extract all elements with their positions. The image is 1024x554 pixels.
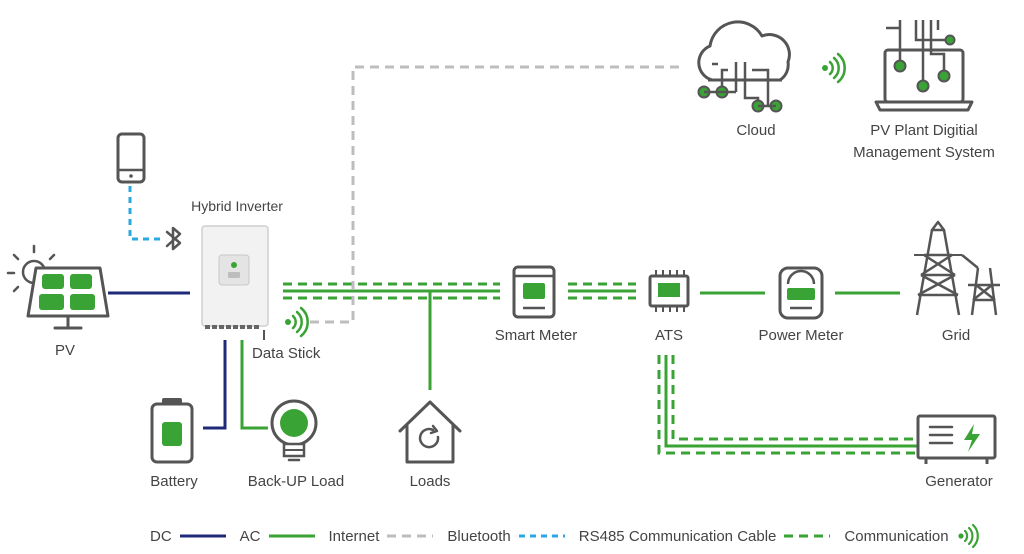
grid-tower-icon [914, 220, 1000, 316]
comm-line-ats-generator-b [657, 355, 918, 455]
laptop-icon [874, 20, 974, 112]
backup-load-label: Back-UP Load [247, 473, 345, 490]
legend-rs485: RS485 Communication Cable [579, 528, 831, 545]
grid-label: Grid [941, 327, 971, 344]
legend-ac-swatch [268, 534, 315, 538]
legend-ac: AC [240, 528, 315, 545]
legend-dc-label: DC [150, 527, 172, 545]
legend-bluetooth-label: Bluetooth [447, 527, 511, 545]
loads-house-icon [398, 400, 462, 464]
generator-label: Generator [925, 473, 993, 490]
smart-meter-icon [512, 265, 556, 319]
generator-icon [916, 414, 997, 464]
legend: DC AC Internet Bluetooth RS485 Communica… [150, 524, 993, 548]
power-meter-icon [778, 266, 824, 320]
legend-rs485-swatch [784, 534, 831, 538]
pv-plant-label-line1: PV Plant Digitial [870, 122, 978, 139]
legend-internet-label: Internet [328, 527, 380, 545]
legend-rs485-label: RS485 Communication Cable [578, 527, 777, 545]
pv-label: PV [54, 342, 75, 359]
pv-plant-label-line2: Management System [853, 144, 995, 161]
legend-communication: Communication [844, 524, 979, 548]
battery-label: Battery [150, 473, 198, 490]
bluetooth-line [128, 186, 163, 241]
legend-internet-swatch [387, 534, 434, 538]
data-stick-signal-icon [285, 306, 309, 338]
data-stick-label: Data Stick [252, 345, 321, 362]
cloud-label: Cloud [736, 122, 776, 139]
legend-ac-label: AC [239, 527, 261, 545]
bluetooth-icon [165, 226, 182, 251]
legend-dc-swatch [179, 534, 226, 538]
ats-label: ATS [654, 327, 684, 344]
internet-line [310, 65, 680, 324]
power-meter-label: Power Meter [758, 327, 844, 344]
pv-icon [6, 244, 110, 330]
battery-icon [150, 398, 194, 464]
dc-line-battery [203, 340, 227, 430]
backup-load-bulb-icon [270, 399, 318, 462]
loads-label: Loads [409, 473, 451, 490]
smart-meter-label: Smart Meter [494, 327, 578, 344]
cloud-signal-icon [822, 52, 846, 84]
comm-line-ats-generator-a [671, 355, 918, 441]
legend-communication-signal-icon [958, 524, 979, 548]
legend-dc: DC [150, 528, 226, 545]
legend-bluetooth: Bluetooth [447, 527, 565, 545]
legend-communication-label: Communication [844, 527, 949, 545]
ac-line-backup [240, 340, 268, 430]
ac-line-ats-generator [664, 355, 918, 448]
cloud-icon [697, 20, 791, 113]
ats-icon [648, 270, 690, 312]
hybrid-inverter-label: Hybrid Inverter [191, 198, 283, 214]
legend-internet: Internet [329, 528, 434, 545]
hybrid-inverter-icon [201, 225, 269, 340]
phone-icon [116, 132, 146, 184]
legend-bluetooth-swatch [518, 534, 565, 538]
